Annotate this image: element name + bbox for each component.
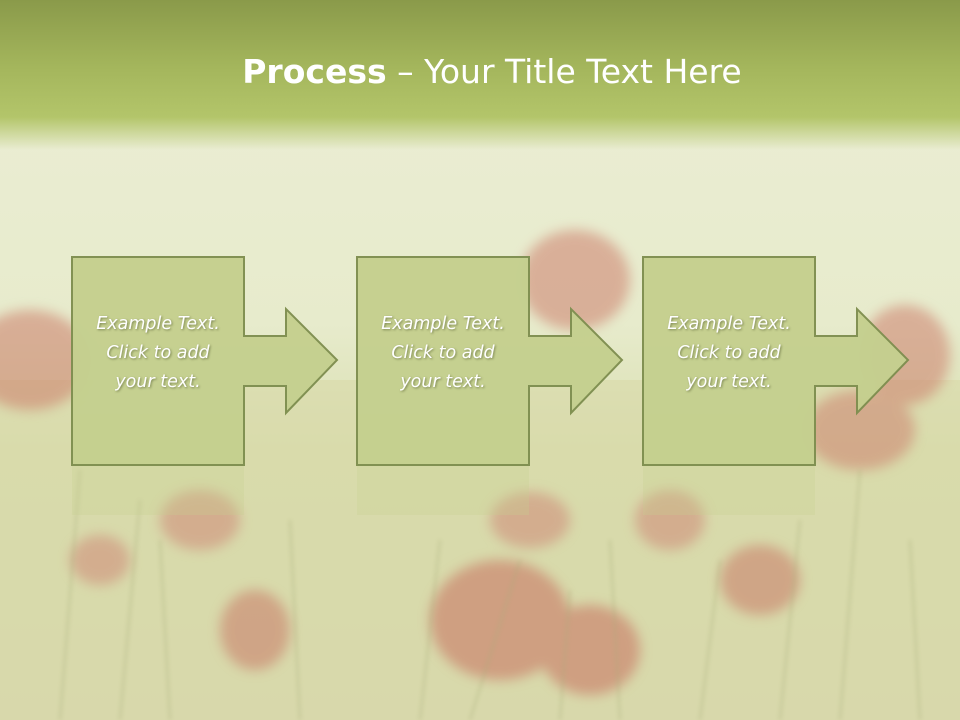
step-reflection xyxy=(72,466,244,515)
title-bold-part: Process xyxy=(242,52,387,91)
step-text-line: Example Text. xyxy=(96,314,220,334)
slide-title[interactable]: Process – Your Title Text Here xyxy=(0,52,960,91)
step-arrow-shape[interactable] xyxy=(356,256,624,466)
step-arrow-shape[interactable] xyxy=(71,256,339,466)
process-step-3[interactable] xyxy=(642,256,910,515)
step-1-text[interactable]: Example Text. Click to add your text. xyxy=(73,310,243,397)
step-text-line: Click to add xyxy=(391,343,495,363)
step-text-line: your text. xyxy=(115,372,201,392)
step-reflection xyxy=(357,466,529,515)
title-band xyxy=(0,0,960,150)
step-reflection xyxy=(643,466,815,515)
step-text-line: your text. xyxy=(400,372,486,392)
step-text-line: Example Text. xyxy=(381,314,505,334)
step-arrow-shape[interactable] xyxy=(642,256,910,466)
step-2-text[interactable]: Example Text. Click to add your text. xyxy=(358,310,528,397)
step-text-line: your text. xyxy=(686,372,772,392)
step-text-line: Click to add xyxy=(677,343,781,363)
step-text-line: Click to add xyxy=(106,343,210,363)
step-3-text[interactable]: Example Text. Click to add your text. xyxy=(644,310,814,397)
process-step-2[interactable] xyxy=(356,256,624,515)
process-step-1[interactable] xyxy=(71,256,339,515)
title-rest: Your Title Text Here xyxy=(424,52,742,91)
title-dash: – xyxy=(386,52,425,91)
step-text-line: Example Text. xyxy=(667,314,791,334)
